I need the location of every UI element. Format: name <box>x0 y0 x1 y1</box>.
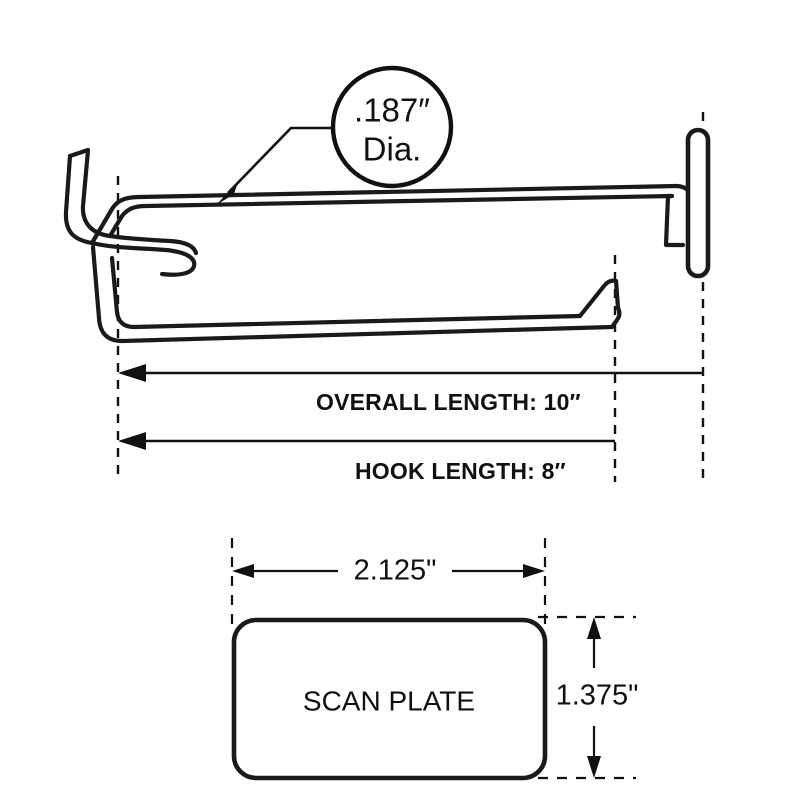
callout-leader-line <box>227 126 337 194</box>
lower-wire-upturn-inner <box>577 278 619 319</box>
overall-length-arrowhead <box>118 364 146 382</box>
hook-length-label: HOOK LENGTH: 8″ <box>355 458 566 484</box>
wall-mount-plate <box>685 127 711 279</box>
upper-wire-bottom-edge <box>80 147 675 239</box>
lower-wire-end-cap <box>613 278 621 311</box>
scan-plate-view: 2.125" 1.375" SCAN PLATE <box>230 538 639 781</box>
hook-wire-assembly <box>63 127 711 344</box>
u-bend-nose-outer <box>89 240 197 277</box>
diameter-callout-group: .187″ Dia. <box>216 65 454 205</box>
lower-wire-outer-edge <box>90 244 615 344</box>
overall-length-dimension: OVERALL LENGTH: 10″ <box>118 364 703 415</box>
u-bend-nose-inner <box>107 233 199 256</box>
callout-arrowhead <box>216 182 241 205</box>
plate-height-label: 1.375" <box>556 680 639 712</box>
lower-wire-inner-edge <box>109 255 583 330</box>
scan-plate-label: SCAN PLATE <box>303 685 475 716</box>
callout-diameter-unit: Dia. <box>363 131 422 168</box>
scan-plate-rect <box>231 617 548 781</box>
plate-width-arrow-right <box>523 564 545 578</box>
plate-width-label: 2.125" <box>354 555 437 587</box>
plate-height-arrow-top <box>587 617 601 639</box>
overall-length-label: OVERALL LENGTH: 10″ <box>316 389 581 415</box>
callout-circle <box>330 65 454 189</box>
plate-height-arrow-bottom <box>587 756 601 778</box>
callout-diameter-value: .187″ <box>354 92 430 129</box>
wall-bracket-step <box>663 193 686 248</box>
plate-width-arrow-left <box>232 564 254 578</box>
hook-length-arrowhead <box>118 432 146 450</box>
upper-wire-tip-cut <box>67 147 91 159</box>
hook-length-dimension: HOOK LENGTH: 8″ <box>118 432 615 484</box>
